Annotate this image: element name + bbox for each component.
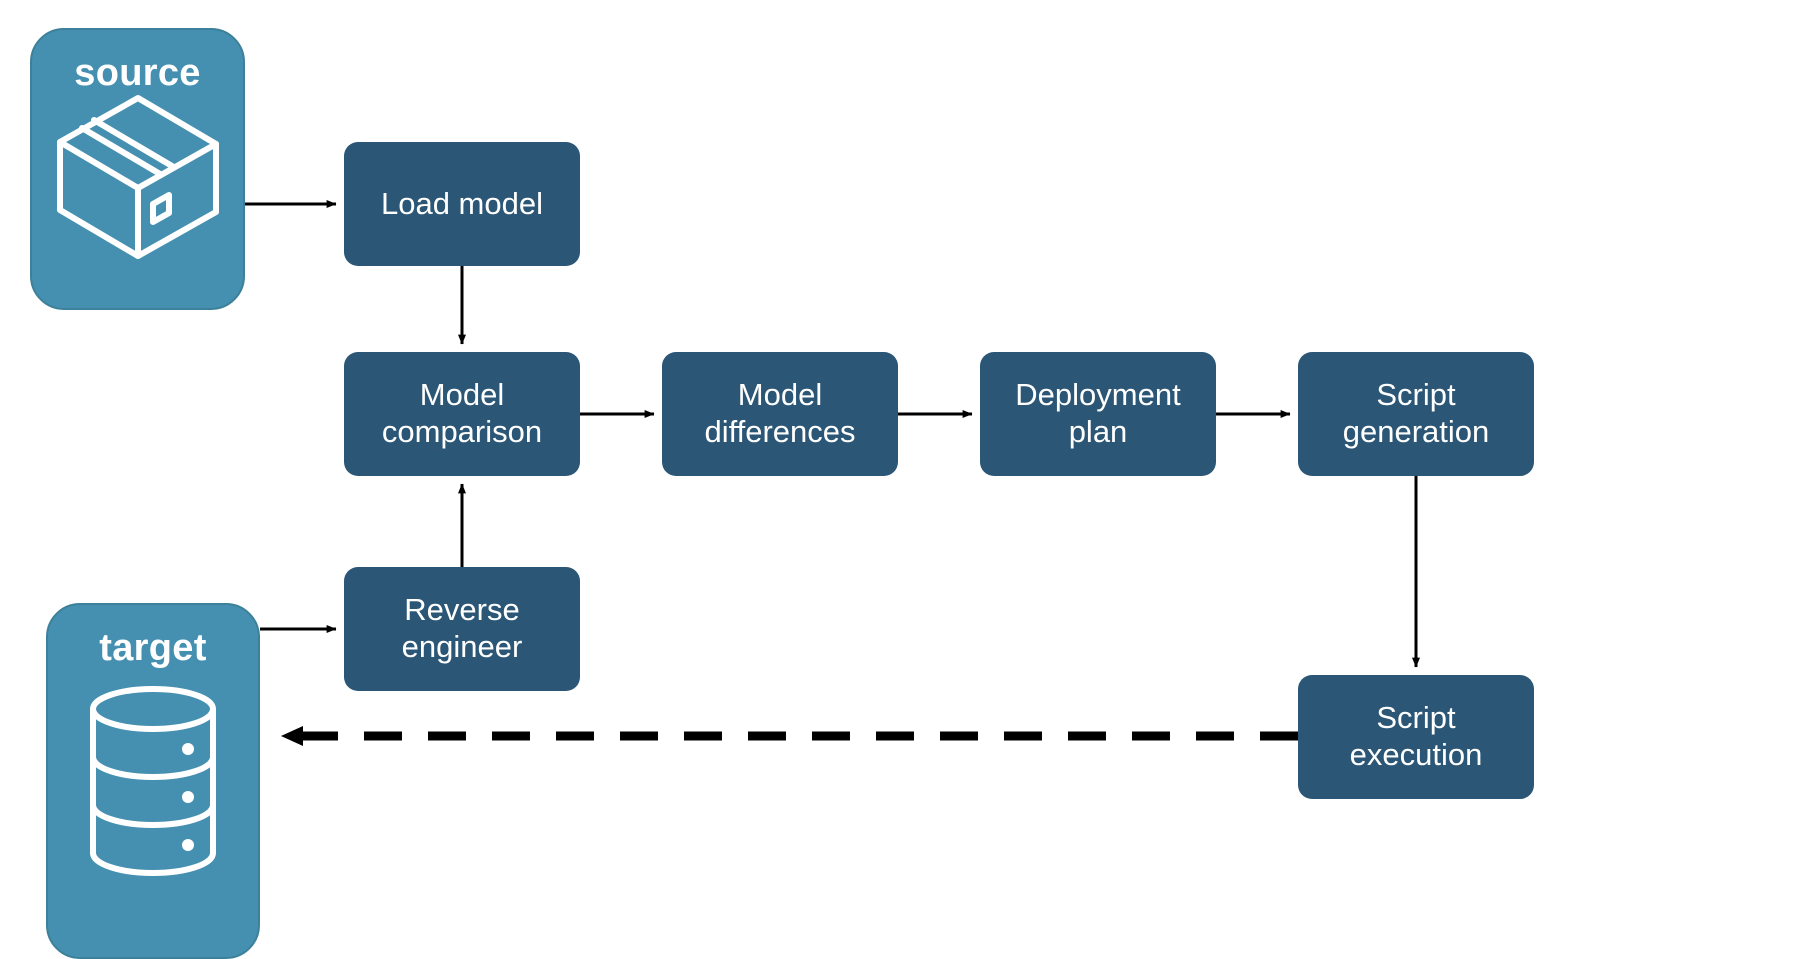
process-deployment-plan-line-1: Deployment (1015, 377, 1181, 413)
process-model-differences-line-1: Model (737, 377, 823, 413)
process-model-comparison-line-1: Model (419, 377, 505, 413)
endpoint-source[interactable]: source (30, 28, 245, 310)
process-model-differences[interactable]: Model differences (662, 352, 898, 476)
process-load-model[interactable]: Load model (344, 142, 580, 266)
process-script-generation-line-1: Script (1376, 377, 1456, 413)
endpoint-target-label: target (99, 627, 207, 669)
process-script-execution-line-2: execution (1349, 737, 1483, 772)
package-box-icon (56, 95, 219, 259)
process-deployment-plan[interactable]: Deployment plan (980, 352, 1216, 476)
process-model-differences-line-2: differences (704, 414, 856, 449)
process-deployment-plan-line-2: plan (1068, 414, 1128, 449)
process-reverse-engineer-line-1: Reverse (404, 592, 520, 628)
endpoint-target[interactable]: target (46, 603, 260, 959)
process-reverse-engineer-line-2: engineer (401, 629, 523, 664)
process-model-comparison[interactable]: Model comparison (344, 352, 580, 476)
process-load-model-line-1: Load model (380, 185, 543, 221)
process-script-generation[interactable]: Script generation (1298, 352, 1534, 476)
process-script-execution-line-1: Script (1376, 700, 1456, 736)
process-reverse-engineer[interactable]: Reverse engineer (344, 567, 580, 691)
endpoint-source-label: source (74, 52, 201, 94)
database-cylinder-icon (90, 686, 216, 876)
process-script-execution[interactable]: Script execution (1298, 675, 1534, 799)
process-script-generation-line-2: generation (1342, 414, 1490, 449)
process-model-comparison-line-2: comparison (381, 414, 543, 449)
